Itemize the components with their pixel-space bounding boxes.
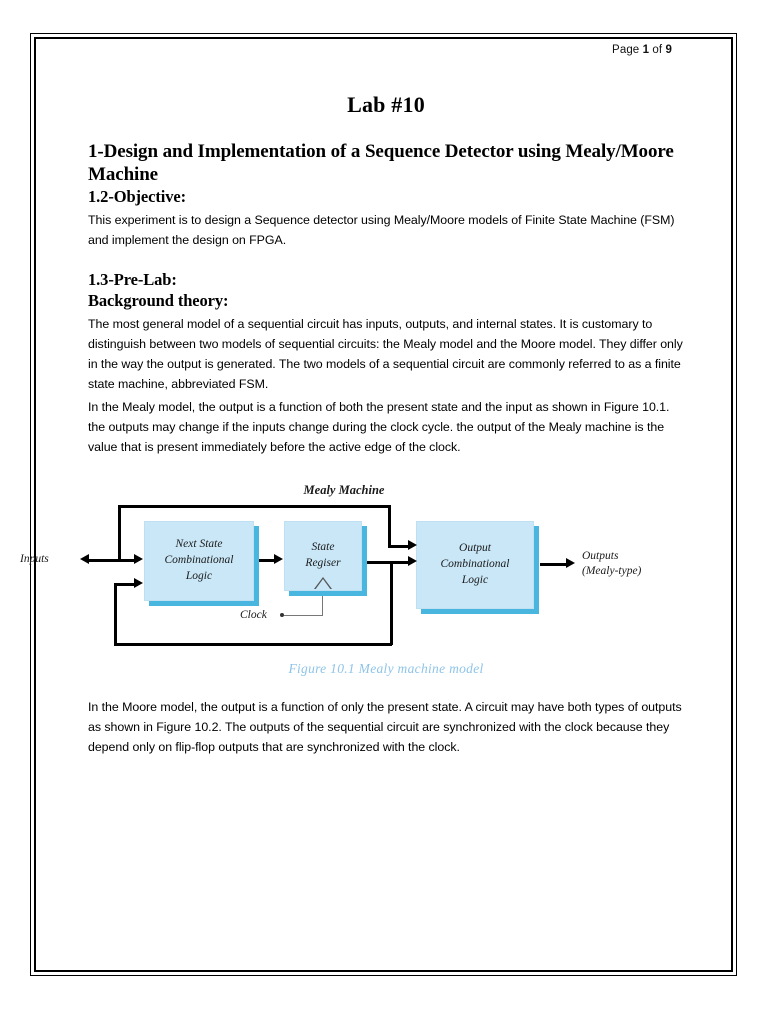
- clock-terminal-dot: [280, 613, 284, 618]
- clock-edge-triangle-icon: [315, 579, 331, 591]
- next-state-block-line1: Next State: [175, 538, 223, 551]
- output-logic-block-line3: Logic: [461, 574, 489, 587]
- outputs-label-line2: (Mealy-type): [582, 565, 642, 578]
- figure-caption: Figure 10.1 Mealy machine model: [288, 661, 484, 677]
- wire-next-state-to-register: [258, 559, 276, 562]
- wire-bottom-feedback-to-next-state: [114, 583, 138, 586]
- next-state-block-line3: Logic: [185, 570, 213, 583]
- outputs-label-line1: Outputs: [582, 550, 619, 563]
- wire-bottom-feedback-horizontal: [114, 643, 392, 646]
- wire-bottom-feedback-left-vertical: [114, 583, 117, 646]
- arrow-inputs-into-next-state: [134, 554, 143, 565]
- background-theory-heading: Background theory:: [88, 290, 229, 310]
- wire-clock-horizontal: [284, 615, 323, 617]
- arrow-inputs-left: [80, 554, 89, 565]
- section-1-heading: 1-Design and Implementation of a Sequenc…: [88, 141, 674, 186]
- arrow-into-state-register: [274, 554, 283, 565]
- background-paragraph-1: The most general model of a sequential c…: [88, 316, 683, 391]
- clock-label: Clock: [240, 609, 267, 622]
- inputs-label: Inputs: [20, 553, 49, 566]
- wire-top-feedback-horizontal: [118, 505, 390, 508]
- output-combinational-logic-block: Output Combinational Logic: [416, 521, 534, 610]
- page-title: Lab #10: [347, 92, 425, 117]
- page-number-current: 1: [642, 44, 650, 56]
- wire-register-to-output-logic: [366, 561, 410, 564]
- wire-top-feedback-to-output: [388, 545, 410, 548]
- wire-bottom-feedback-right-vertical: [390, 561, 393, 646]
- section-1-2-heading: 1.2-Objective:: [88, 187, 187, 207]
- moore-paragraph: In the Moore model, the output is a func…: [88, 700, 682, 755]
- output-logic-block-line2: Combinational: [440, 558, 510, 571]
- arrow-bottom-feedback-into-next-state: [134, 578, 143, 589]
- state-register-block-line2: Regiser: [305, 557, 341, 570]
- mealy-diagram: Mealy Machine Inputs: [20, 483, 684, 653]
- arrow-into-output-logic: [408, 556, 417, 567]
- arrow-top-feedback-into-output: [408, 540, 417, 551]
- diagram-title-label: Mealy Machine: [303, 483, 385, 498]
- document-content: Page 1 of 9 Lab #10 1-Design and Impleme…: [20, 44, 684, 757]
- page-border-inner: [34, 37, 733, 972]
- page-number-prefix: Page: [612, 44, 643, 56]
- page-number-header: Page 1 of 9: [88, 44, 672, 56]
- mealy-paragraph: In the Mealy model, the output is a func…: [88, 399, 670, 455]
- page-border-outer: [30, 33, 737, 976]
- wire-outputs-horizontal: [540, 563, 568, 566]
- outputs-label: Outputs (Mealy-type): [582, 549, 641, 579]
- wire-top-feedback-left-vertical: [118, 505, 121, 562]
- next-state-combinational-logic-block: Next State Combinational Logic: [144, 521, 254, 602]
- wire-top-feedback-right-vertical: [388, 505, 391, 548]
- figure-10-1: Mealy Machine Inputs: [20, 483, 684, 688]
- next-state-block-line2: Combinational: [164, 554, 234, 567]
- state-register-block-line1: State: [311, 541, 335, 554]
- wire-inputs-horizontal: [86, 559, 136, 562]
- wire-clock-vertical: [322, 589, 324, 617]
- output-logic-block-line1: Output: [459, 542, 491, 555]
- arrow-outputs: [566, 558, 575, 569]
- page-number-total: 9: [665, 44, 672, 56]
- objective-paragraph: This experiment is to design a Sequence …: [88, 213, 675, 248]
- page-number-mid: of: [649, 44, 666, 56]
- section-1-3-heading: 1.3-Pre-Lab:: [88, 269, 177, 289]
